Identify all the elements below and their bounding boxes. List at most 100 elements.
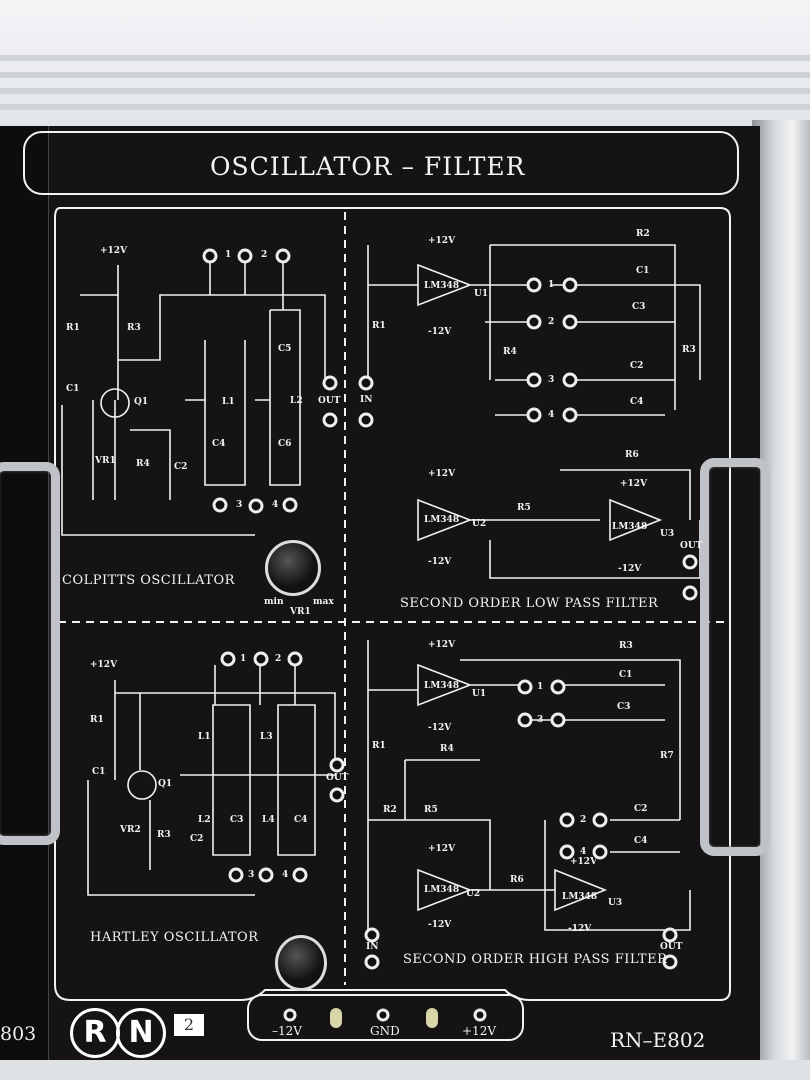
label: C4 (212, 439, 226, 449)
label: +12V (100, 246, 128, 256)
label: C2 (630, 361, 644, 371)
label: R5 (517, 503, 531, 513)
trainer-panel (0, 126, 760, 1066)
label: VR1 (95, 456, 116, 466)
label: -12V (428, 557, 452, 567)
label: IN (366, 942, 379, 952)
casing-strip (0, 88, 810, 94)
label: 2 (261, 250, 268, 260)
label: LM348 (424, 681, 460, 691)
label: C3 (617, 702, 631, 712)
unit-number-tag: 2 (174, 1014, 204, 1036)
casing-strip (0, 104, 810, 110)
label: U1 (472, 689, 487, 699)
label: 2 (548, 317, 555, 327)
label: C1 (66, 384, 80, 394)
title-frame (23, 131, 739, 195)
label: R2 (383, 805, 397, 815)
label: U3 (660, 529, 675, 539)
label: C4 (294, 815, 308, 825)
knob-max-label: max (313, 597, 334, 607)
label: LM348 (612, 522, 648, 532)
power-frame (247, 994, 524, 1041)
label: +12V (570, 857, 598, 867)
label: +12V (90, 660, 118, 670)
knob-name-label: VR1 (290, 607, 311, 617)
label: 4 (548, 410, 555, 420)
label: +12V (428, 236, 456, 246)
label: -12V (428, 920, 452, 930)
label: 3 (548, 375, 555, 385)
label: U3 (608, 898, 623, 908)
label: U2 (466, 889, 481, 899)
colpitts-title: COLPITTS OSCILLATOR (62, 573, 235, 588)
label: C4 (630, 397, 644, 407)
label: R5 (424, 805, 438, 815)
left-handle[interactable] (0, 462, 60, 845)
colpitts-wiring (61, 262, 326, 536)
highpass-wiring (367, 640, 691, 931)
label: C6 (278, 439, 292, 449)
vr1-knob[interactable] (265, 540, 321, 596)
panel-title: OSCILLATOR – FILTER (210, 152, 526, 181)
vr2-knob[interactable] (275, 935, 327, 991)
label: C3 (230, 815, 244, 825)
label: -12V (428, 327, 452, 337)
brand-logo-r: R (70, 1008, 120, 1058)
casing-strip (0, 55, 810, 61)
label: R3 (682, 345, 696, 355)
plus-12v-label: +12V (462, 1024, 496, 1038)
label: +12V (620, 479, 648, 489)
label: U1 (474, 289, 489, 299)
label: C4 (634, 836, 648, 846)
label: LM348 (424, 281, 460, 291)
adjacent-panel (0, 126, 49, 1066)
label: R1 (66, 323, 80, 333)
label: +12V (428, 469, 456, 479)
label: OUT (326, 773, 349, 783)
label: -12V (618, 564, 642, 574)
label: R4 (440, 744, 454, 754)
label: 1 (225, 250, 232, 260)
label: L2 (290, 396, 303, 406)
label: LM348 (424, 885, 460, 895)
label: C2 (190, 834, 204, 844)
label: 2 (275, 654, 282, 664)
label: 4 (272, 500, 279, 510)
label: VR2 (120, 825, 141, 835)
label: L2 (198, 815, 211, 825)
jacks (202, 248, 698, 1022)
label: L1 (222, 397, 235, 407)
label: LM348 (424, 515, 460, 525)
label: C3 (632, 302, 646, 312)
label: 1 (537, 682, 544, 692)
label: 1 (240, 654, 247, 664)
label: U2 (472, 519, 487, 529)
label: +12V (428, 640, 456, 650)
lowpass-title: SECOND ORDER LOW PASS FILTER (400, 596, 659, 611)
label: R3 (619, 641, 633, 651)
model-label: RN–E802 (610, 1028, 706, 1052)
label: C2 (634, 804, 648, 814)
label: R3 (127, 323, 141, 333)
label: 1 (548, 280, 555, 290)
label: C1 (619, 670, 633, 680)
label: +12V (428, 844, 456, 854)
bottom-shelf (0, 1060, 810, 1080)
label: R6 (625, 450, 639, 460)
label: 3 (248, 870, 255, 880)
hartley-title: HARTLEY OSCILLATOR (90, 930, 259, 945)
knob-min-label: min (264, 597, 284, 607)
label: R7 (660, 751, 674, 761)
hartley-wiring (87, 665, 336, 896)
label: 4 (580, 847, 587, 857)
brand-logo-n: N (116, 1008, 166, 1058)
label: R1 (372, 741, 386, 751)
label: 3 (236, 500, 243, 510)
top-casing (0, 0, 810, 128)
right-handle[interactable] (700, 458, 770, 856)
outer-frame (54, 207, 731, 1001)
minus-12v-label: –12V (272, 1024, 302, 1038)
label: OUT (680, 541, 703, 551)
